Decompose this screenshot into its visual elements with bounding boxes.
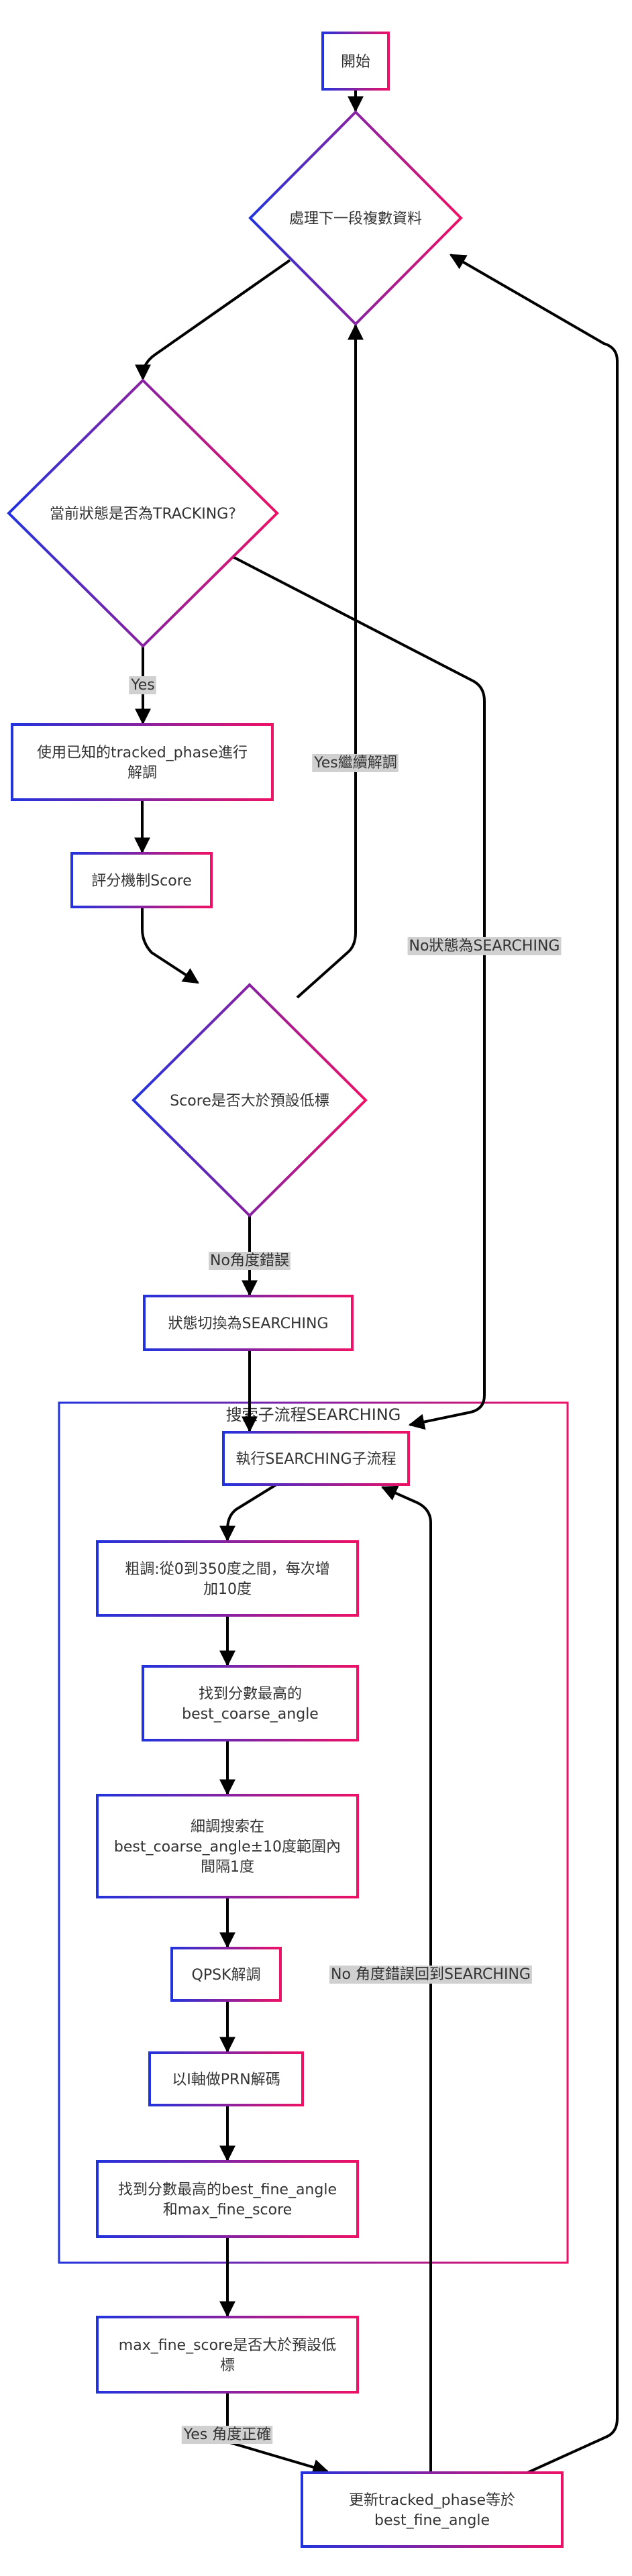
best-fine-angle-node-text: 找到分數最高的best_fine_angle	[118, 2182, 337, 2198]
score-node-text: 評分機制Score	[91, 873, 192, 890]
update-tracked-phase-node-text: 更新tracked_phase等於	[349, 2492, 515, 2509]
edge-update-to-searching	[380, 1485, 432, 2473]
process-next-data-decision-shape	[248, 110, 463, 326]
best-fine-angle-node-text: 和max_fine_score	[163, 2202, 292, 2218]
fine-search-node-text: 細調搜索在	[191, 1819, 264, 1835]
edge-label-yes-continue: Yes繼續解調	[312, 754, 399, 772]
start-node-shape	[321, 32, 390, 91]
edge-exec-to-coarse	[219, 1483, 278, 1542]
execute-searching-node-text: 執行SEARCHING子流程	[235, 1451, 396, 1468]
edge-label-no-state-searching-text: No狀態為SEARCHING	[409, 938, 560, 955]
switch-to-searching-node-shape	[143, 1295, 354, 1351]
best-coarse-angle-node-shape	[142, 1665, 359, 1741]
demodulate-known-phase-node-shape	[11, 723, 274, 801]
edge-label-yes-angle-correct-background	[181, 2426, 273, 2444]
prn-decode-node-text: 以I軸做PRN解碼	[172, 2072, 280, 2088]
update-tracked-phase-node-shape	[301, 2471, 564, 2548]
coarse-tune-node-shape	[96, 1540, 359, 1617]
coarse-tune-node-text: 粗調:從0到350度之間，每次增	[125, 1561, 329, 1578]
best-coarse-angle-node-text: 找到分數最高的	[199, 1686, 302, 1703]
edge-label-yes-continue-background	[312, 754, 399, 772]
edge-update-to-process	[449, 254, 619, 2474]
score-node-shape	[70, 852, 213, 908]
prn-decode-node-shape	[148, 2051, 304, 2106]
switch-to-searching-node: 狀態切換為SEARCHING	[143, 1295, 354, 1351]
demodulate-known-phase-node-text: 解調	[127, 765, 157, 782]
score-threshold-decision-text: Score是否大於預設低標	[170, 1093, 329, 1110]
score-threshold-decision-shape	[131, 983, 368, 1218]
is-tracking-decision: 當前狀態是否為TRACKING?	[7, 378, 279, 648]
execute-searching-node-shape	[222, 1431, 410, 1486]
edge-label-no-angle-error: No角度錯誤	[209, 1252, 291, 1270]
edge-label-yes-text: Yes	[130, 677, 155, 694]
fine-search-node-text: best_coarse_angle±10度範圍內	[114, 1839, 341, 1856]
max-fine-score-check-node-shape	[96, 2316, 359, 2394]
edge-label-yes-continue-text: Yes繼續解調	[313, 755, 397, 771]
execute-searching-node: 執行SEARCHING子流程	[222, 1431, 410, 1486]
best-coarse-angle-node: 找到分數最高的 best_coarse_angle	[142, 1665, 359, 1741]
qpsk-demod-node: QPSK解調	[170, 1947, 282, 2002]
edge-label-no-angle-error-background	[209, 1252, 291, 1270]
edge-score-to-check	[141, 907, 200, 984]
qpsk-demod-node-text: QPSK解調	[192, 1967, 261, 1984]
best-fine-angle-node-shape	[96, 2160, 359, 2238]
process-next-data-decision: 處理下一段複數資料	[248, 110, 463, 326]
is-tracking-decision-text: 當前狀態是否為TRACKING?	[50, 506, 236, 523]
edge-label-yes-background	[129, 676, 156, 694]
cluster-title: 搜索子流程SEARCHING	[226, 1405, 401, 1424]
start-node: 開始	[321, 32, 390, 91]
prn-decode-node: 以I軸做PRN解碼	[148, 2051, 304, 2106]
qpsk-demod-node-shape	[170, 1947, 282, 2002]
edge-label-yes: Yes	[129, 676, 156, 694]
edge-label-no-angle-error-back-background	[329, 1966, 532, 1984]
edge-label-no-state-searching: No狀態為SEARCHING	[407, 937, 562, 955]
edge-check-yes-loop	[296, 323, 364, 999]
max-fine-score-check-node-text: max_fine_score是否大於預設低	[119, 2337, 336, 2354]
demodulate-known-phase-node-text: 使用已知的tracked_phase進行	[37, 745, 248, 761]
fine-search-node-text: 間隔1度	[201, 1859, 254, 1876]
edge-label-no-angle-error-back-text: No 角度錯誤回到SEARCHING	[331, 1966, 531, 1983]
edge-label-no-angle-error-back: No 角度錯誤回到SEARCHING	[329, 1966, 532, 1984]
coarse-tune-node-text: 加10度	[203, 1581, 252, 1598]
edge-tracking-no-searching	[232, 555, 486, 1430]
update-tracked-phase-node: 更新tracked_phase等於 best_fine_angle	[301, 2471, 564, 2548]
edge-label-no-state-searching-background	[407, 937, 562, 955]
score-threshold-decision: Score是否大於預設低標	[131, 983, 368, 1218]
fine-search-node-shape	[96, 1794, 359, 1898]
best-coarse-angle-node-text: best_coarse_angle	[182, 1706, 319, 1723]
edge-label-yes-angle-correct: Yes 角度正確	[181, 2426, 273, 2444]
update-tracked-phase-node-text: best_fine_angle	[374, 2512, 490, 2529]
edge-label-yes-angle-correct-text: Yes 角度正確	[183, 2426, 272, 2443]
edge-process-to-tracking	[135, 259, 291, 381]
is-tracking-decision-shape	[7, 378, 279, 648]
best-fine-angle-node: 找到分數最高的best_fine_angle 和max_fine_score	[96, 2160, 359, 2238]
edge-label-no-angle-error-text: No角度錯誤	[210, 1252, 289, 1269]
max-fine-score-check-node-text: 標	[220, 2357, 235, 2374]
score-node: 評分機制Score	[70, 852, 213, 908]
process-next-data-decision-text: 處理下一段複數資料	[289, 211, 422, 227]
start-node-text: 開始	[341, 54, 370, 70]
switch-to-searching-node-text: 狀態切換為SEARCHING	[168, 1316, 328, 1332]
